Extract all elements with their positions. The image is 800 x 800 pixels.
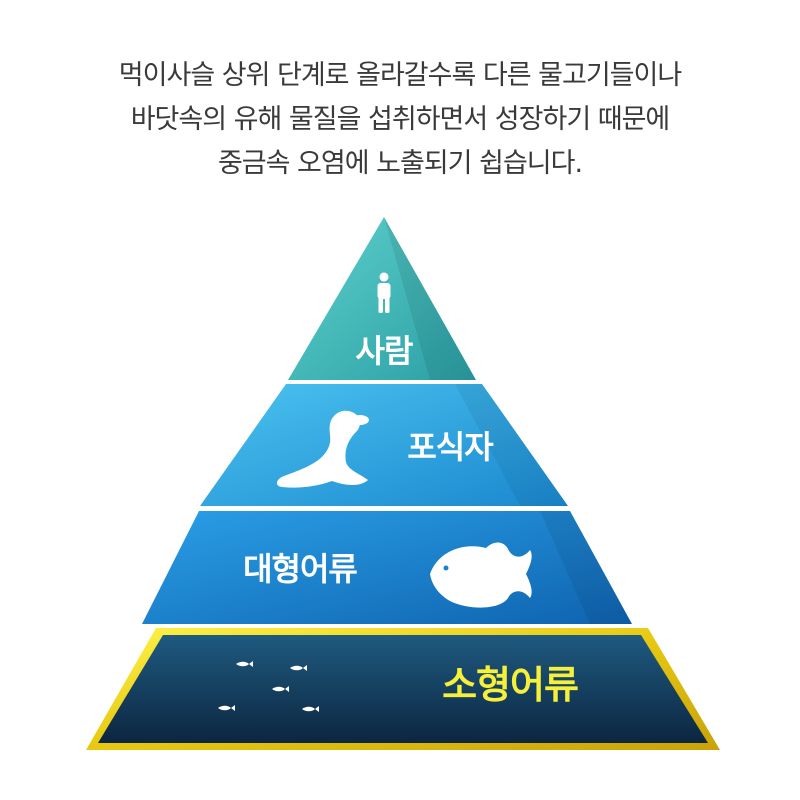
level-label-small-fish: 소형어류 [442,663,578,707]
person-icon [377,272,391,313]
pyramid-level-person: 사람 [288,217,476,380]
caption-line-3: 중금속 오염에 노출되기 쉽습니다. [217,148,583,179]
level-label-person: 사람 [356,332,413,370]
pyramid-level-small-fish: 소형어류 [86,628,720,750]
caption-line-1: 먹이사슬 상위 단계로 올라갈수록 다른 물고기들이나 [118,60,682,91]
pyramid-level-large-fish: 대형어류 [142,511,632,624]
seal-icon [276,410,369,488]
caption: 먹이사슬 상위 단계로 올라갈수록 다른 물고기들이나 바닷속의 유해 물질을 … [0,54,800,186]
small-fish-icon [218,661,319,712]
pyramid-level-predator: 포식자 [200,384,568,506]
level-label-predator: 포식자 [407,428,494,466]
level-label-large-fish: 대형어류 [243,550,357,588]
caption-line-2: 바닷속의 유해 물질을 섭취하면서 성장하기 때문에 [130,104,671,135]
large-fish-icon [430,542,532,608]
